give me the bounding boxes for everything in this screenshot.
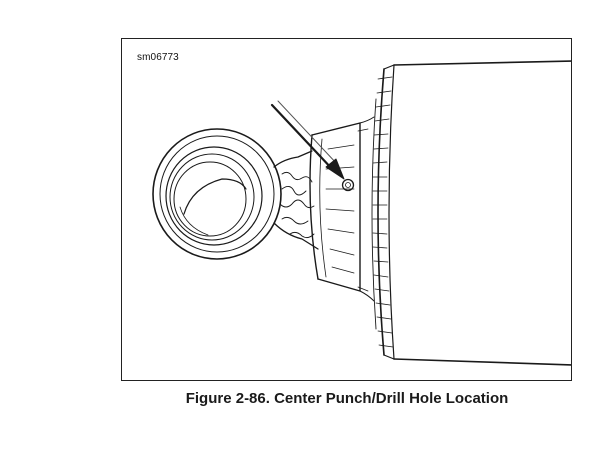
cap-collar — [309, 122, 369, 292]
mounting-eye — [152, 128, 282, 260]
figure-frame: sm06773 — [121, 38, 572, 381]
arrow-icon — [270, 100, 345, 180]
figure-id-label: sm06773 — [137, 52, 179, 63]
figure-caption: Figure 2-86. Center Punch/Drill Hole Loc… — [185, 390, 509, 407]
shock-absorber-illustration — [152, 60, 571, 366]
weld-neck — [273, 150, 319, 250]
shock-body — [359, 60, 571, 366]
drill-hole-mark — [341, 178, 355, 192]
